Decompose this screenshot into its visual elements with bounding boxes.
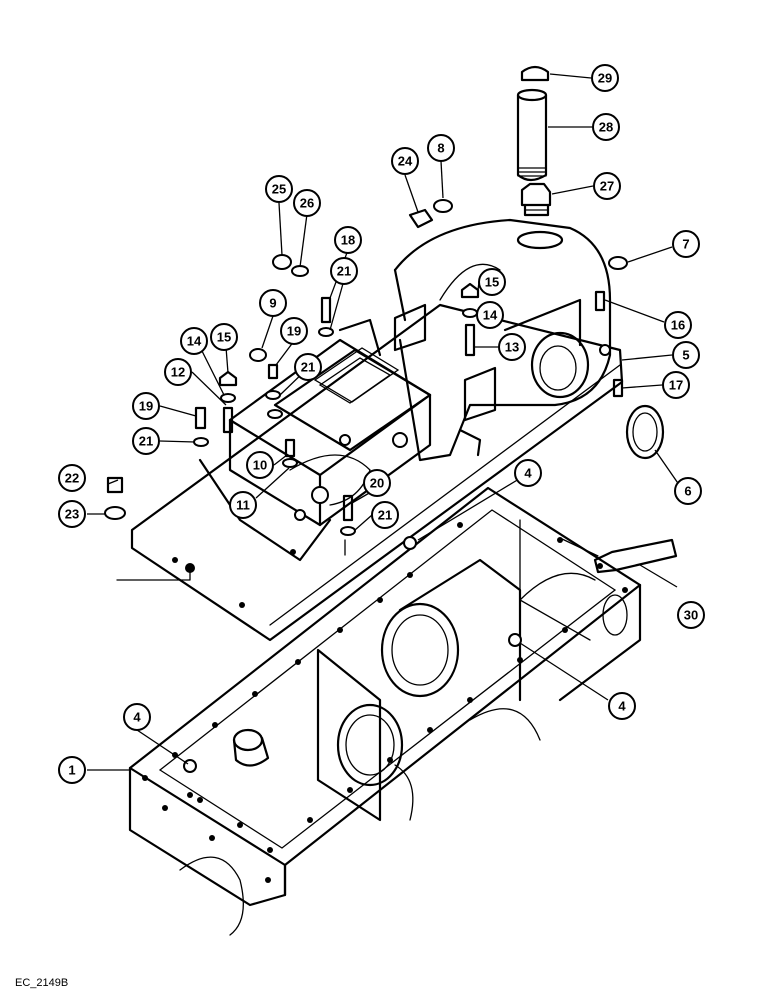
callout-20: 20 xyxy=(363,469,391,497)
callout-23: 23 xyxy=(58,500,86,528)
svg-text:26: 26 xyxy=(300,196,314,211)
callout-26: 26 xyxy=(293,189,321,217)
svg-text:8: 8 xyxy=(437,141,444,156)
svg-text:28: 28 xyxy=(599,120,613,135)
svg-text:25: 25 xyxy=(272,182,286,197)
callout-28: 28 xyxy=(592,113,620,141)
callout-25: 25 xyxy=(265,175,293,203)
svg-text:14: 14 xyxy=(187,334,202,349)
callout-12: 12 xyxy=(164,358,192,386)
callout-13: 13 xyxy=(498,333,526,361)
svg-text:13: 13 xyxy=(505,340,519,355)
svg-text:29: 29 xyxy=(598,71,612,86)
svg-text:14: 14 xyxy=(483,308,498,323)
svg-text:15: 15 xyxy=(217,330,231,345)
svg-text:20: 20 xyxy=(370,476,384,491)
svg-text:4: 4 xyxy=(133,710,141,725)
svg-text:5: 5 xyxy=(682,348,689,363)
callout-27: 27 xyxy=(593,172,621,200)
callouts: 1 4 4 4 5 6 7 8 9 10 11 12 13 14 14 15 1… xyxy=(58,64,705,784)
callout-21: 21 xyxy=(330,257,358,285)
svg-text:16: 16 xyxy=(671,318,685,333)
svg-text:18: 18 xyxy=(341,233,355,248)
callout-15: 15 xyxy=(478,268,506,296)
callout-19: 19 xyxy=(132,392,160,420)
callout-11: 11 xyxy=(229,491,257,519)
svg-text:21: 21 xyxy=(337,264,351,279)
callout-9: 9 xyxy=(259,289,287,317)
callout-19: 19 xyxy=(280,317,308,345)
svg-text:7: 7 xyxy=(682,237,689,252)
transmission-housing xyxy=(128,486,678,936)
svg-text:19: 19 xyxy=(287,324,301,339)
svg-text:11: 11 xyxy=(236,498,250,513)
callout-17: 17 xyxy=(662,371,690,399)
callout-29: 29 xyxy=(591,64,619,92)
callout-30: 30 xyxy=(677,601,705,629)
hydraulic-lift-cover xyxy=(130,218,624,642)
svg-text:24: 24 xyxy=(398,154,413,169)
svg-text:10: 10 xyxy=(253,458,267,473)
callout-22: 22 xyxy=(58,464,86,492)
callout-21: 21 xyxy=(371,501,399,529)
callout-14: 14 xyxy=(180,327,208,355)
svg-text:15: 15 xyxy=(485,275,499,290)
callout-15: 15 xyxy=(210,323,238,351)
callout-18: 18 xyxy=(334,226,362,254)
callout-14: 14 xyxy=(476,301,504,329)
svg-text:21: 21 xyxy=(301,360,315,375)
svg-text:12: 12 xyxy=(171,365,185,380)
callout-4: 4 xyxy=(123,703,151,731)
svg-text:22: 22 xyxy=(65,471,79,486)
callout-5: 5 xyxy=(672,341,700,369)
svg-text:1: 1 xyxy=(68,763,75,778)
svg-text:4: 4 xyxy=(524,466,532,481)
callout-24: 24 xyxy=(391,147,419,175)
svg-text:6: 6 xyxy=(684,484,691,499)
callout-4: 4 xyxy=(514,459,542,487)
callout-7: 7 xyxy=(672,230,700,258)
svg-text:9: 9 xyxy=(269,296,276,311)
callout-8: 8 xyxy=(427,134,455,162)
svg-text:23: 23 xyxy=(65,507,79,522)
reference-code: EC_2149B xyxy=(15,977,68,989)
callout-6: 6 xyxy=(674,477,702,505)
svg-text:17: 17 xyxy=(669,378,683,393)
svg-text:21: 21 xyxy=(378,508,392,523)
svg-text:27: 27 xyxy=(600,179,614,194)
svg-text:21: 21 xyxy=(139,434,153,449)
callout-21: 21 xyxy=(132,427,160,455)
callout-21: 21 xyxy=(294,353,322,381)
callout-4: 4 xyxy=(608,692,636,720)
callout-16: 16 xyxy=(664,311,692,339)
svg-text:4: 4 xyxy=(618,699,626,714)
svg-text:30: 30 xyxy=(684,608,698,623)
callout-10: 10 xyxy=(246,451,274,479)
svg-text:19: 19 xyxy=(139,399,153,414)
callout-1: 1 xyxy=(58,756,86,784)
